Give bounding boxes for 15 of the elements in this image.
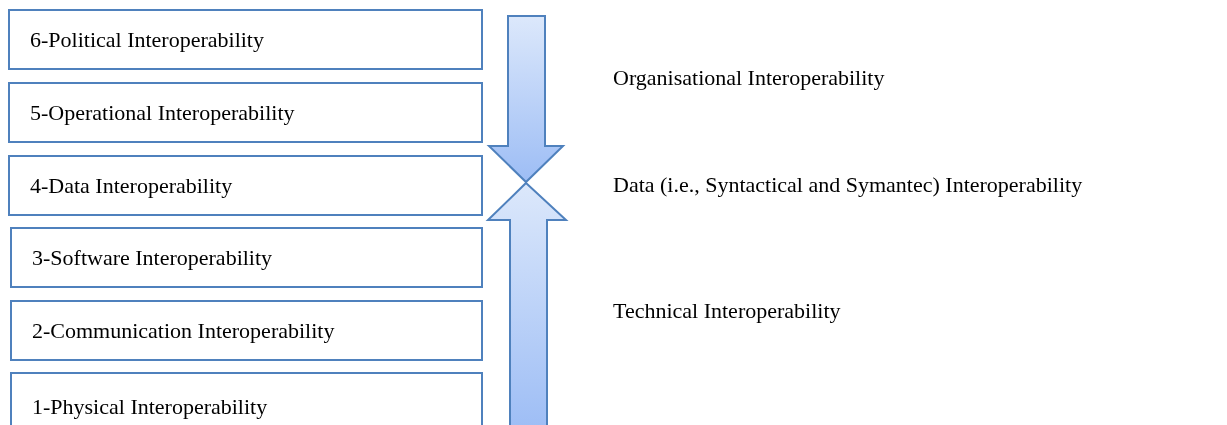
level-label: 4-Data Interoperability	[30, 172, 233, 199]
level-label: 6-Political Interoperability	[30, 26, 264, 53]
group-label: Data (i.e., Syntactical and Symantec) Interoperability	[613, 172, 1083, 198]
group-label: Organisational Interoperability	[613, 65, 885, 91]
level-label: 5-Operational Interoperability	[30, 99, 295, 126]
level-box	[10, 227, 483, 288]
level-box	[8, 155, 483, 216]
level-label: 3-Software Interoperability	[32, 244, 273, 271]
group-label: Technical Interoperability	[613, 298, 841, 324]
level-label: 2-Communication Interoperability	[32, 317, 335, 344]
level-box	[10, 372, 483, 425]
level-label: 1-Physical Interoperability	[32, 394, 268, 420]
level-box	[10, 300, 483, 361]
level-box	[8, 9, 483, 70]
level-box	[8, 82, 483, 143]
